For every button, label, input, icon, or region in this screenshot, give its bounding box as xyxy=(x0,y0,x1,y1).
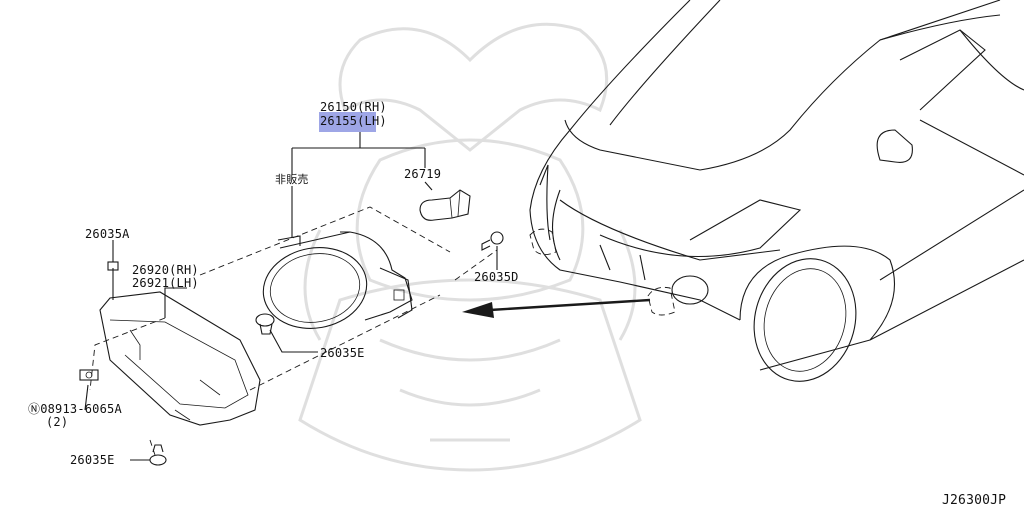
label-screw-top-left[interactable]: 26035A xyxy=(85,227,130,241)
bulb-26719 xyxy=(419,189,471,221)
label-not-sold: 非販売 xyxy=(275,173,309,186)
label-bracket-rh[interactable]: 26920(RH) xyxy=(132,263,199,277)
nut-08913 xyxy=(79,369,99,381)
label-nut[interactable]: Ⓝ08913-6065A xyxy=(28,402,122,416)
bracket-26920 xyxy=(99,261,261,426)
label-screw-right[interactable]: 26035D xyxy=(474,270,519,284)
diagram-code: J26300JP xyxy=(942,493,1007,508)
label-lamp-rh[interactable]: 26150(RH) xyxy=(320,100,387,114)
clip-26035E-bottom xyxy=(149,444,167,466)
label-nut-qty: (2) xyxy=(46,415,69,429)
label-clip-center[interactable]: 26035E xyxy=(320,346,365,360)
fog-lamp xyxy=(262,231,413,329)
screw-26035D xyxy=(481,231,504,251)
direction-arrow xyxy=(462,298,651,318)
label-lamp-lh[interactable]: 26155(LH) xyxy=(320,114,387,128)
selected-part-highlight xyxy=(319,112,376,132)
samurai-helmet-watermark-icon xyxy=(298,22,642,472)
label-clip-bottom[interactable]: 26035E xyxy=(70,453,115,467)
label-bulb[interactable]: 26719 xyxy=(404,167,442,181)
clip-26035E-center xyxy=(255,313,275,335)
label-bracket-lh[interactable]: 26921(LH) xyxy=(132,276,199,290)
vehicle-front xyxy=(529,0,1024,382)
assembly-dashed-lines xyxy=(89,206,498,456)
